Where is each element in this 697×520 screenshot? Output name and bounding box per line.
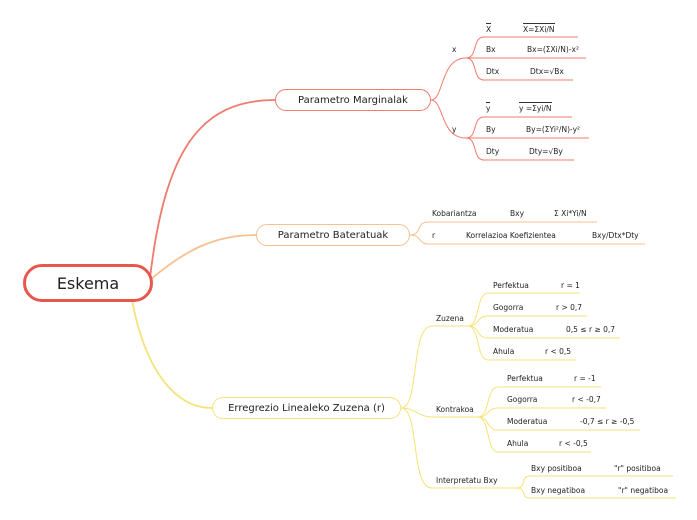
kontrakoa-gogorra-value[interactable]: r < -0,7: [572, 395, 601, 404]
r-label[interactable]: r: [432, 231, 436, 240]
dtx-formula[interactable]: Dtx=√Bx: [530, 67, 564, 76]
by-formula[interactable]: By=(ΣYi²/N)-y²: [526, 125, 581, 134]
y-mean-name[interactable]: y: [486, 102, 491, 113]
kontrakoa-perfektua-value[interactable]: r = -1: [574, 374, 596, 383]
root-label: Eskema: [56, 273, 120, 293]
dty-formula[interactable]: Dty=√By: [529, 147, 563, 156]
kontrakoa-gogorra[interactable]: Gogorra: [507, 395, 538, 404]
node-label: Erregrezio Linealeko Zuzena (r): [228, 402, 385, 414]
zuzena-ahula[interactable]: Ahula: [493, 347, 515, 356]
zuzena-gogorra-value[interactable]: r > 0,7: [556, 303, 583, 312]
korrelazioa-formula[interactable]: Bxy/Dtx*Dty: [592, 231, 639, 240]
interpretatu-label[interactable]: Interpretatu Bxy: [436, 476, 498, 485]
bx-name[interactable]: Bx: [486, 45, 496, 54]
node-label: Parametro Bateratuak: [277, 229, 389, 241]
bx-formula[interactable]: Bx=(ΣXi/N)-x²: [527, 45, 579, 54]
zuzena-perfektua-value[interactable]: r = 1: [561, 281, 580, 290]
by-name[interactable]: By: [486, 125, 496, 134]
node-parametro-marginalak[interactable]: Parametro Marginalak: [275, 89, 431, 111]
zuzena-gogorra[interactable]: Gogorra: [493, 303, 524, 312]
kontrakoa-moderatua-value[interactable]: -0,7 ≤ r ≥ -0,5: [580, 417, 635, 426]
kobariantza-formula[interactable]: Σ Xi*Yi/N: [554, 209, 587, 218]
kobariantza-label[interactable]: Kobariantza: [432, 209, 477, 218]
node-erregrezio-zuzena[interactable]: Erregrezio Linealeko Zuzena (r): [212, 397, 401, 419]
bxy-positiboa[interactable]: Bxy positiboa: [531, 464, 582, 473]
kontrakoa-ahula-value[interactable]: r < -0,5: [559, 439, 588, 448]
x-mean-formula[interactable]: X=ΣXi/N: [523, 23, 555, 34]
x-mean-name[interactable]: X: [486, 23, 492, 34]
y-label[interactable]: y: [452, 125, 457, 134]
kontrakoa-label[interactable]: Kontrakoa: [436, 405, 474, 414]
kontrakoa-perfektua[interactable]: Perfektua: [507, 374, 543, 383]
node-parametro-bateratuak[interactable]: Parametro Bateratuak: [256, 224, 410, 246]
dtx-name[interactable]: Dtx: [486, 67, 500, 76]
node-label: Parametro Marginalak: [298, 94, 408, 106]
root-node[interactable]: Eskema: [23, 264, 153, 302]
zuzena-perfektua[interactable]: Perfektua: [493, 281, 529, 290]
bxy-negatiboa[interactable]: Bxy negatiboa: [531, 486, 586, 495]
zuzena-label[interactable]: Zuzena: [436, 314, 464, 323]
korrelazioa-label[interactable]: Korrelazioa Koefizientea: [466, 231, 556, 240]
x-label[interactable]: x: [452, 45, 457, 54]
r-positiboa[interactable]: "r" positiboa: [614, 464, 661, 473]
zuzena-moderatua[interactable]: Moderatua: [493, 325, 534, 334]
zuzena-moderatua-value[interactable]: 0,5 ≤ r ≥ 0,7: [566, 325, 616, 334]
kontrakoa-moderatua[interactable]: Moderatua: [507, 417, 548, 426]
y-mean-formula[interactable]: y =Σyi/N: [519, 102, 552, 113]
zuzena-ahula-value[interactable]: r < 0,5: [545, 347, 572, 356]
dty-name[interactable]: Dty: [486, 147, 500, 156]
r-negatiboa[interactable]: "r" negatiboa: [618, 486, 669, 495]
kontrakoa-ahula[interactable]: Ahula: [507, 439, 529, 448]
bxy-label[interactable]: Bxy: [510, 209, 525, 218]
